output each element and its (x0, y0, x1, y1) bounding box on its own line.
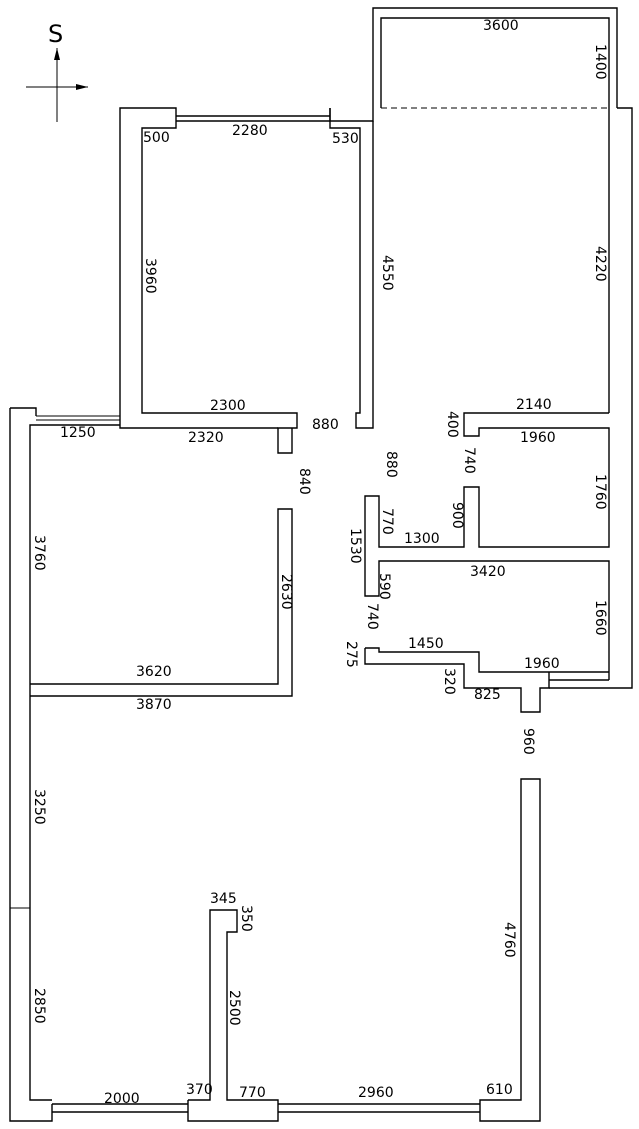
dim-label: 740 (461, 447, 477, 474)
rooms-right-lower (364, 647, 609, 713)
dim-label: 900 (449, 502, 465, 529)
dim-label: 400 (444, 411, 460, 438)
dim-label: 2300 (210, 398, 246, 414)
dim-label: 2850 (31, 988, 47, 1024)
dim-label: 275 (343, 641, 359, 668)
bedroom-left (30, 508, 293, 697)
dim-label: 1250 (60, 425, 96, 441)
bedroom-left-walls (30, 508, 293, 697)
dim-label: 4220 (592, 246, 608, 282)
dim-label: 2320 (188, 430, 224, 446)
dim-label: 2500 (226, 990, 242, 1026)
dim-label: 770 (379, 508, 395, 535)
dim-label: 3420 (470, 564, 506, 580)
bedroom-tl-walls (119, 107, 298, 454)
dim-label: 3250 (31, 789, 47, 825)
living-room (52, 778, 541, 1122)
bedroom-top-left (119, 107, 374, 454)
dim-label: 1660 (592, 600, 608, 636)
bedroom-tl-right-walls (176, 108, 374, 429)
dim-label: 3600 (483, 18, 519, 34)
dim-label: 345 (210, 891, 237, 907)
dim-label: 320 (441, 668, 457, 695)
dim-label: 3870 (136, 697, 172, 713)
dim-label: 1300 (404, 531, 440, 547)
dim-label: 3960 (142, 258, 158, 294)
dim-label: 880 (383, 451, 399, 478)
dimension-labels: 3600 1400 500 2280 530 3960 4550 4220 23… (31, 18, 608, 1107)
balcony-walls (329, 7, 618, 122)
west-window (36, 415, 120, 426)
dim-label: 1960 (524, 656, 560, 672)
dim-label: 530 (332, 131, 359, 147)
dim-label: 500 (143, 130, 170, 146)
dim-label: 2280 (232, 123, 268, 139)
east-outer-wall (603, 107, 633, 689)
dim-label: 960 (520, 728, 536, 755)
dim-label: 1400 (592, 44, 608, 80)
east-window-sill (549, 679, 609, 689)
dim-label: 2140 (516, 397, 552, 413)
dim-label: 2000 (104, 1091, 140, 1107)
dim-label: 1760 (592, 474, 608, 510)
dim-label: 590 (376, 573, 392, 600)
bedroom-tl-lower-wall (119, 413, 278, 429)
dim-label: 770 (239, 1085, 266, 1101)
rooms-right-upper (364, 412, 610, 680)
living-south-window (278, 1103, 480, 1113)
dim-label: 1450 (408, 636, 444, 652)
compass: S (26, 20, 88, 122)
dim-label: 3760 (31, 535, 47, 571)
exterior-walls (9, 107, 633, 1122)
dim-label: 4760 (501, 922, 517, 958)
dim-label: 1960 (520, 430, 556, 446)
dim-label: 610 (486, 1082, 513, 1098)
living-east-wall (479, 778, 541, 1122)
dim-label: 740 (364, 603, 380, 630)
dim-label: 1530 (347, 528, 363, 564)
west-inner-wall (29, 424, 52, 1101)
dim-label: 3620 (136, 664, 172, 680)
living-south-walls (52, 909, 279, 1122)
compass-north-arrow-icon (54, 48, 60, 60)
dim-label: 825 (474, 687, 501, 703)
dim-label: 350 (238, 905, 254, 932)
balcony-inner-wall (380, 17, 610, 108)
dim-label: 370 (186, 1082, 213, 1098)
compass-east-arrow-icon (76, 84, 88, 90)
right-upper-walls (364, 412, 610, 680)
balcony-outer-wall (329, 7, 618, 122)
dim-label: 880 (312, 417, 339, 433)
dim-label: 4550 (379, 255, 395, 291)
dim-label: 2630 (278, 574, 294, 610)
dim-label: 2960 (358, 1085, 394, 1101)
dim-label: 840 (296, 468, 312, 495)
compass-letter: S (48, 20, 63, 48)
right-lower-walls (364, 647, 609, 713)
